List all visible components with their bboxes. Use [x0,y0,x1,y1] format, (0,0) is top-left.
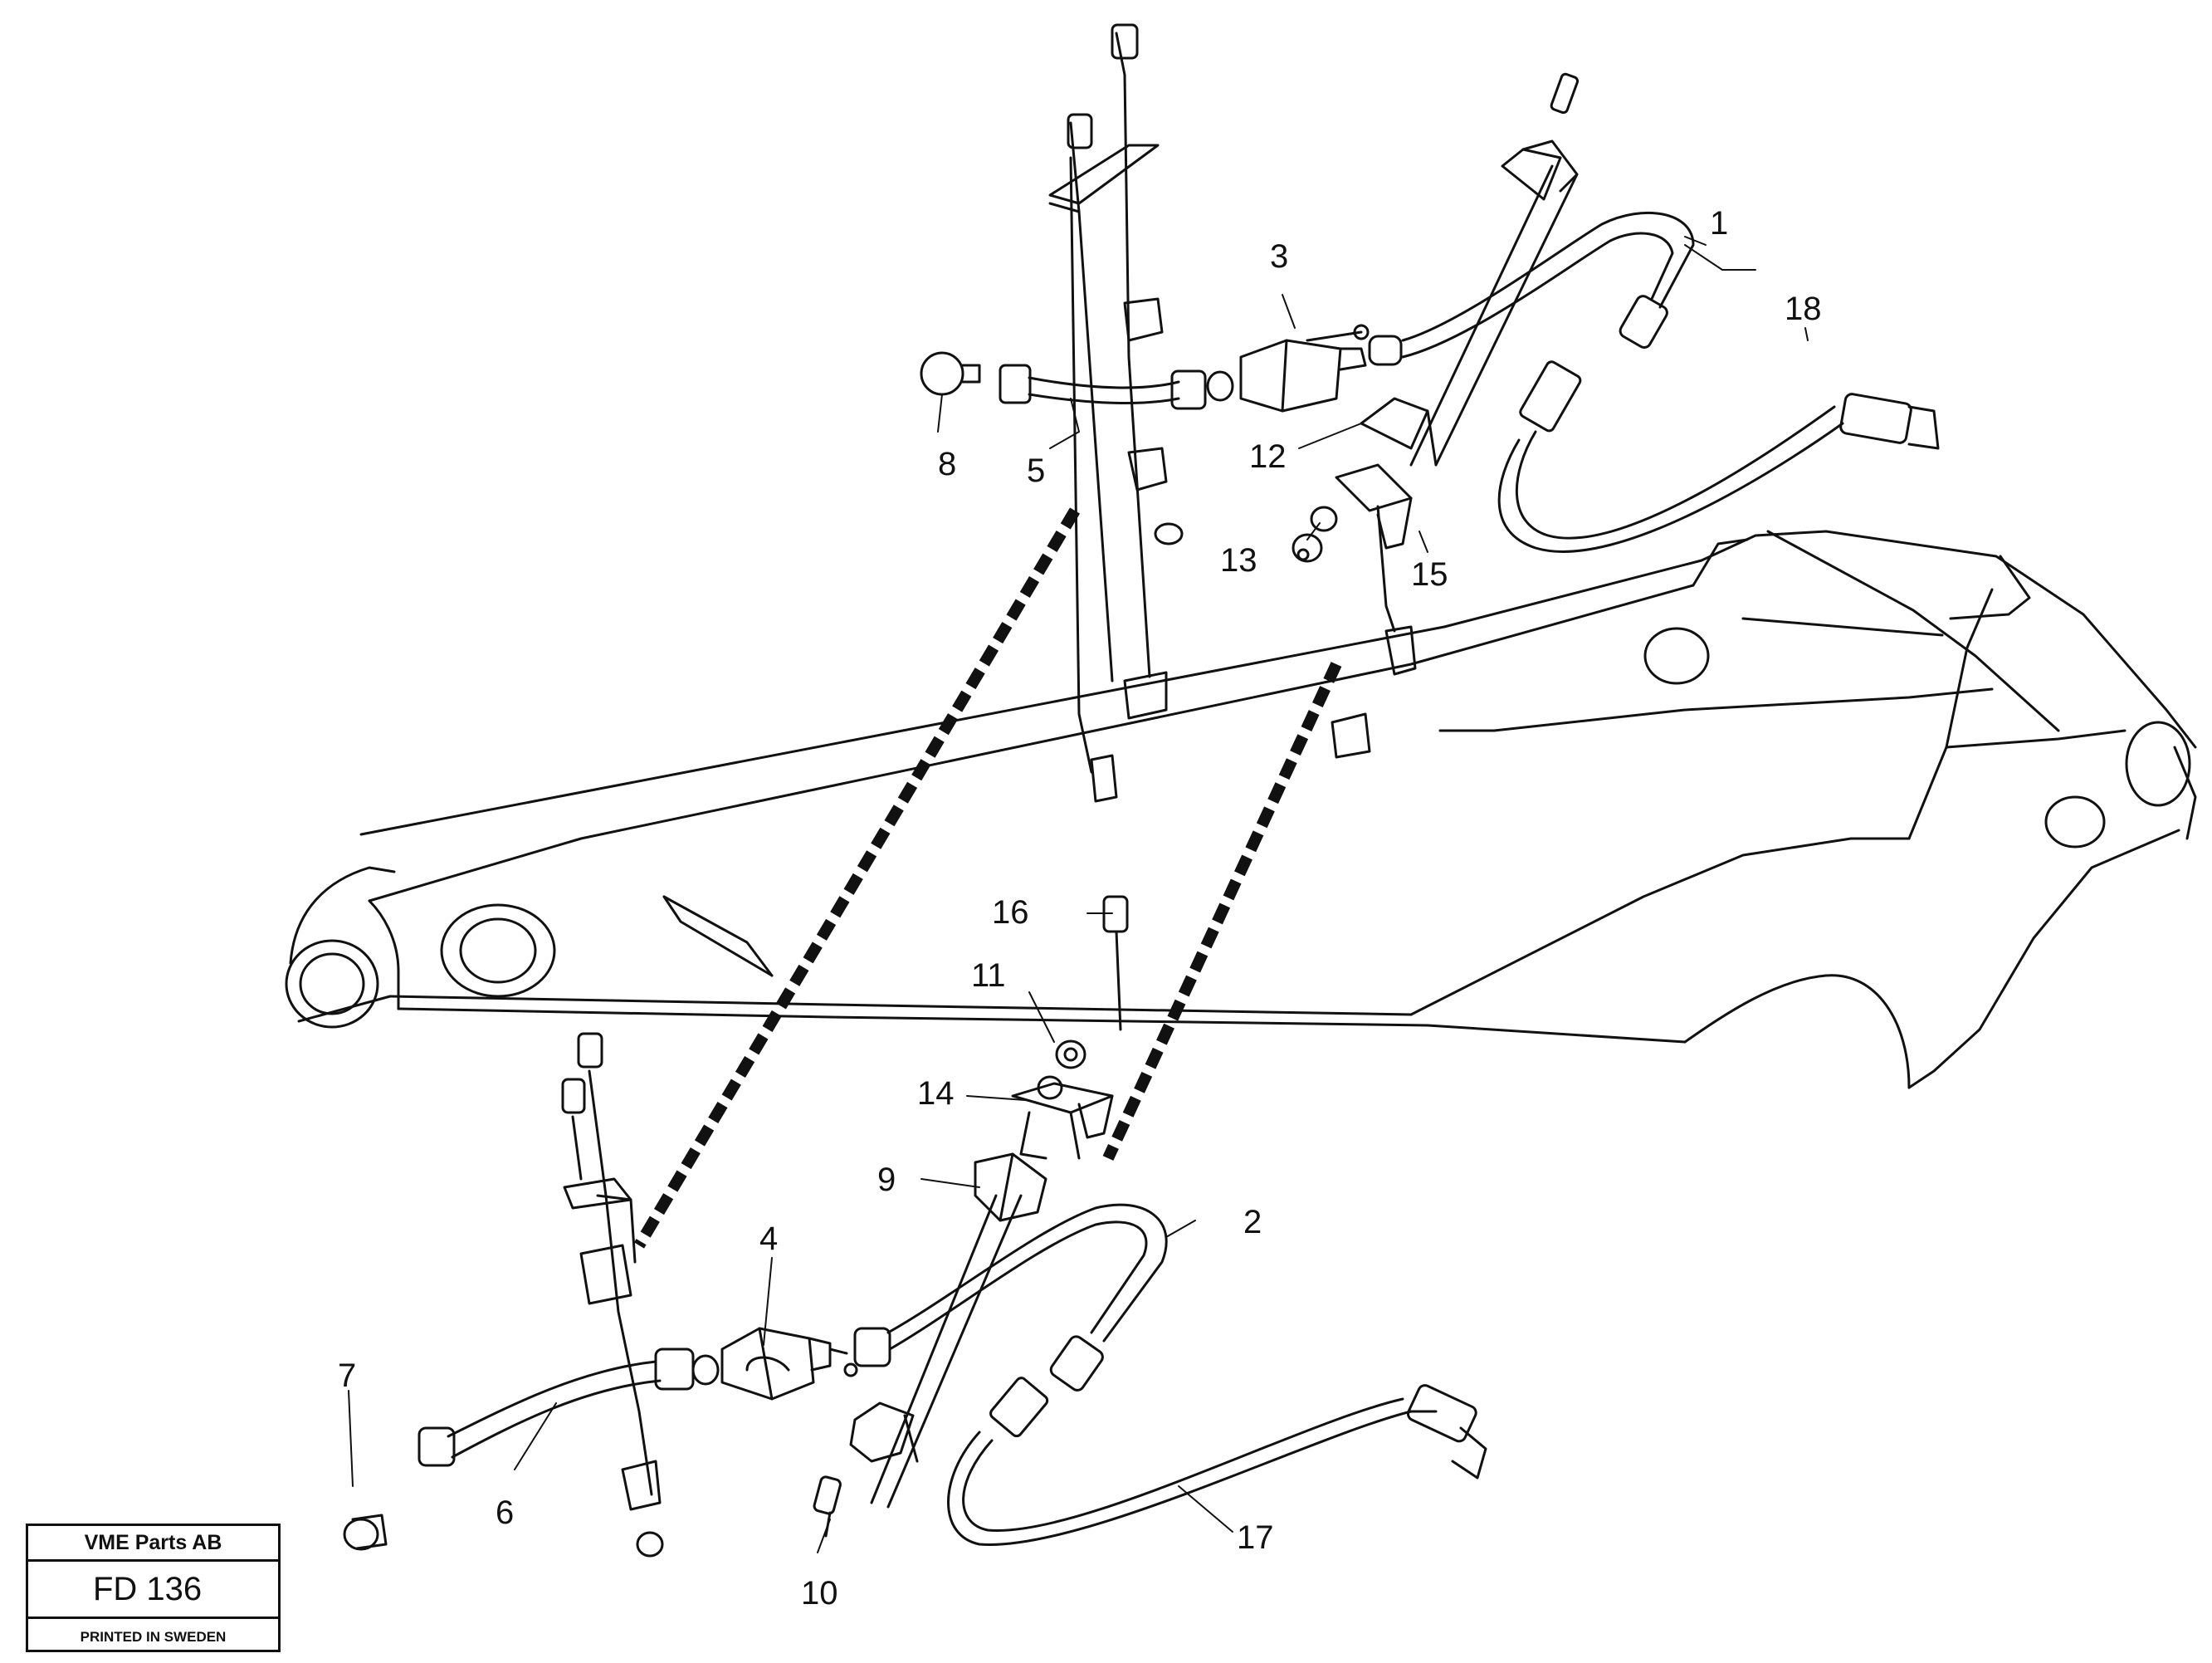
callout-12: 12 [1249,438,1287,475]
upper-valve-and-hose [920,324,1403,413]
boom-arm [285,530,2197,1089]
callout-5: 5 [1027,452,1045,489]
callout-4: 4 [759,1220,778,1257]
callout-18: 18 [1785,291,1822,327]
stamp-code: FD 136 [28,1562,278,1619]
upper-clamp-assembly [1048,23,1184,803]
callout-16: 16 [992,894,1029,931]
lower-right-hoses [886,1203,1487,1546]
lower-clamp-assembly [561,1032,664,1558]
stamp-company: VME Parts AB [28,1526,278,1562]
callout-9: 9 [877,1162,896,1198]
callout-17: 17 [1237,1519,1274,1556]
upper-right-bracket [1292,72,1580,759]
title-stamp: VME Parts AB FD 136 PRINTED IN SWEDEN [26,1524,281,1652]
upper-right-hoses [1401,211,1940,553]
callout-11: 11 [971,957,1006,994]
callout-3: 3 [1270,238,1288,275]
callout-7: 7 [338,1357,356,1394]
callout-labels: 1 2 3 4 5 6 7 8 9 10 11 12 13 14 15 16 1… [338,205,1822,1612]
routing-dashed-lines [633,507,1342,1249]
callout-13: 13 [1220,542,1257,579]
stamp-printed: PRINTED IN SWEDEN [80,1629,227,1645]
callout-14: 14 [917,1075,955,1112]
leader-lines [348,236,1809,1553]
callout-8: 8 [938,446,956,482]
callout-15: 15 [1411,556,1448,593]
lower-valve-and-hose [343,1327,891,1551]
callout-1: 1 [1710,205,1728,242]
callout-6: 6 [496,1494,514,1531]
lower-right-bracket [813,895,1129,1538]
callout-2: 2 [1243,1204,1262,1240]
callout-10: 10 [801,1575,838,1612]
